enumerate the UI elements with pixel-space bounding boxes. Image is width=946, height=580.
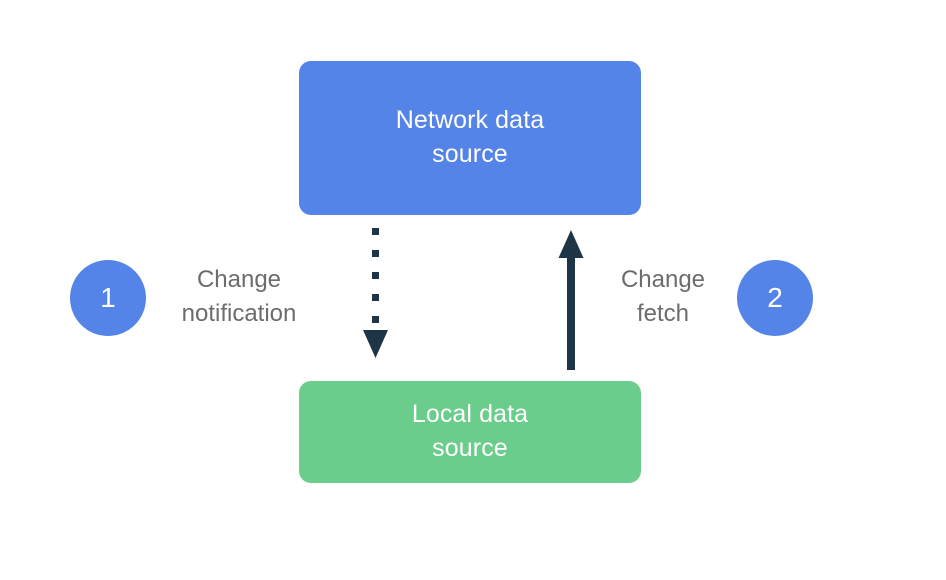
solid-up-arrow-icon: [558, 230, 584, 370]
node-network-data-source[interactable]: Network data source: [299, 61, 641, 215]
node-local-data-source[interactable]: Local data source: [299, 381, 641, 483]
node-local-data-source-label: Local data source: [411, 400, 529, 462]
node-network-data-source-label: Network data source: [395, 106, 545, 168]
step-badge-1-number: 1: [100, 282, 116, 313]
connector-label-change-notification: Change notification: [181, 266, 297, 328]
connector-label-change-fetch: Change fetch: [620, 266, 706, 328]
step-badge-2-number: 2: [767, 282, 783, 313]
step-badge-1[interactable]: 1: [70, 260, 146, 336]
step-badge-2[interactable]: 2: [737, 260, 813, 336]
dotted-down-arrow-icon: [363, 228, 388, 358]
